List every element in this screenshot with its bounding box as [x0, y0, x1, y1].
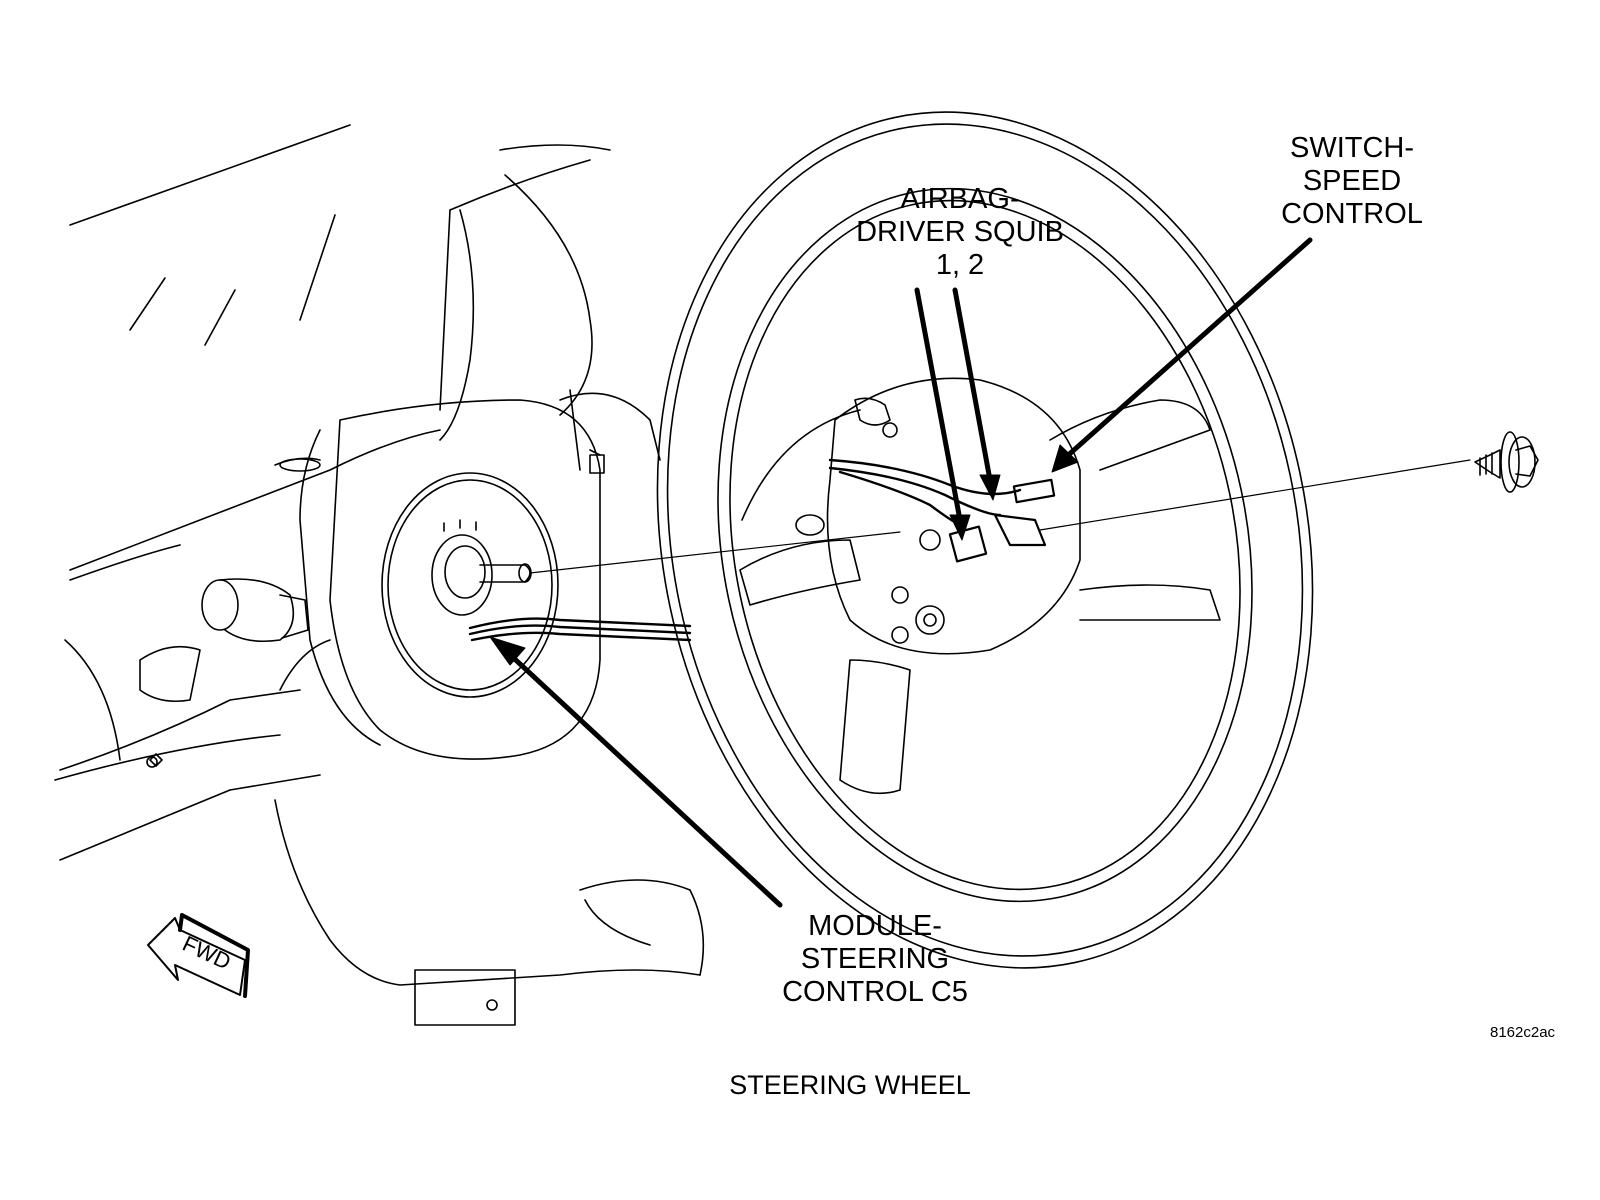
callout-line: AIRBAG-: [900, 183, 1020, 215]
instrument-panel: [54, 124, 705, 1026]
retaining-bolt: [1039, 431, 1539, 531]
callout-module-steering-control: MODULE- STEERING CONTROL C5: [770, 910, 980, 1009]
clockspring-module: [381, 472, 559, 698]
shaft-line: [529, 531, 901, 574]
callout-line: DRIVER SQUIB: [856, 216, 1064, 248]
callout-line: CONTROL: [1281, 198, 1423, 230]
callout-switch-speed-control: SWITCH- SPEED CONTROL: [1262, 132, 1442, 231]
callout-line: STEERING: [800, 943, 950, 975]
callout-line: SWITCH-: [1289, 132, 1415, 164]
figure-caption: STEERING WHEEL: [729, 1070, 971, 1100]
forward-arrow-icon: FWD: [147, 913, 250, 998]
leader-arrows: [489, 237, 1313, 908]
wire-harness: [468, 458, 1022, 642]
callout-line: CONTROL C5: [782, 976, 968, 1008]
callout-line: 1, 2: [935, 249, 985, 281]
callout-line: MODULE-: [808, 910, 942, 942]
callout-airbag-driver-squib: AIRBAG- DRIVER SQUIB 1, 2: [855, 183, 1065, 282]
figure-id: 8162c2ac: [1490, 1024, 1556, 1041]
callout-line: SPEED: [1302, 165, 1402, 197]
steering-column-shroud: [274, 389, 661, 760]
steering-wheel: [656, 111, 1314, 969]
